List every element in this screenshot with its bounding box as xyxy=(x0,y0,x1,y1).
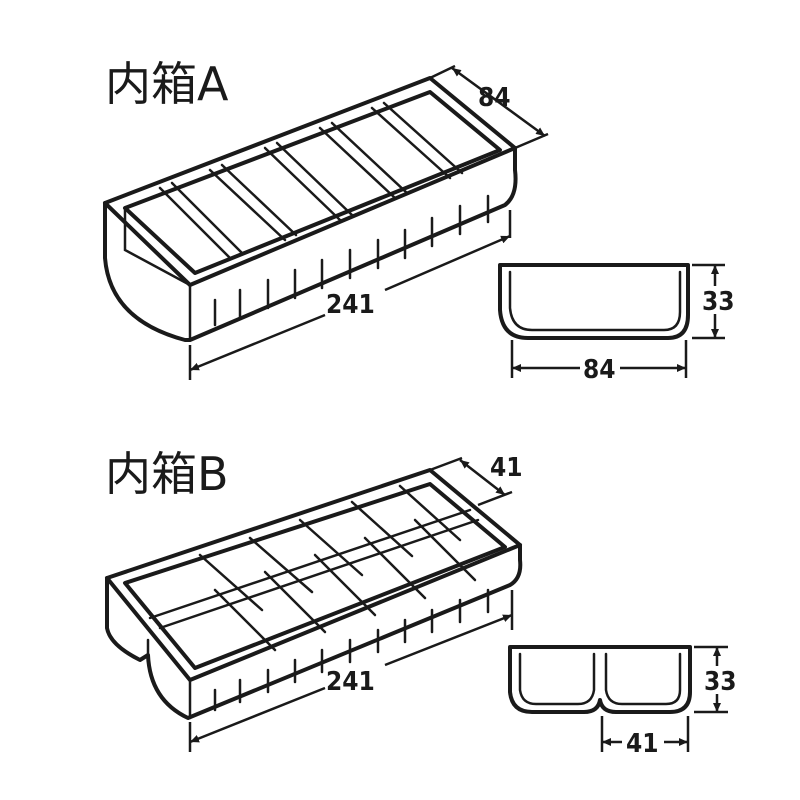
box-a-tray xyxy=(103,76,518,342)
box-a-height-label: 33 xyxy=(702,287,735,317)
box-a-section-width-label: 84 xyxy=(583,355,616,385)
box-b-width-dimension: 41 xyxy=(429,453,523,507)
box-b-height-dimension: 33 xyxy=(694,645,737,714)
box-b-cross-section xyxy=(508,645,692,714)
box-b-section-width-label: 41 xyxy=(626,729,659,759)
box-b-tray xyxy=(105,468,523,720)
box-b-section-width-dimension: 41 xyxy=(600,716,690,759)
box-a-title: 内箱A xyxy=(105,57,229,111)
box-b-group: 内箱B xyxy=(105,447,737,759)
box-b-length-dimension: 241 xyxy=(188,590,514,752)
box-a-width-dimension: 84 xyxy=(429,64,549,150)
box-a-length-dimension: 241 xyxy=(188,210,512,380)
box-a-section-width-dimension: 84 xyxy=(510,340,688,385)
box-b-title: 内箱B xyxy=(105,447,229,501)
box-a-width-label: 84 xyxy=(478,83,511,113)
box-a-group: 内箱A xyxy=(103,57,735,385)
box-a-length-label: 241 xyxy=(326,290,375,320)
box-b-width-label: 41 xyxy=(490,453,523,483)
box-b-height-label: 33 xyxy=(704,667,737,697)
box-a-cross-section xyxy=(498,263,690,340)
box-b-length-label: 241 xyxy=(326,667,375,697)
box-a-height-dimension: 33 xyxy=(692,263,735,340)
